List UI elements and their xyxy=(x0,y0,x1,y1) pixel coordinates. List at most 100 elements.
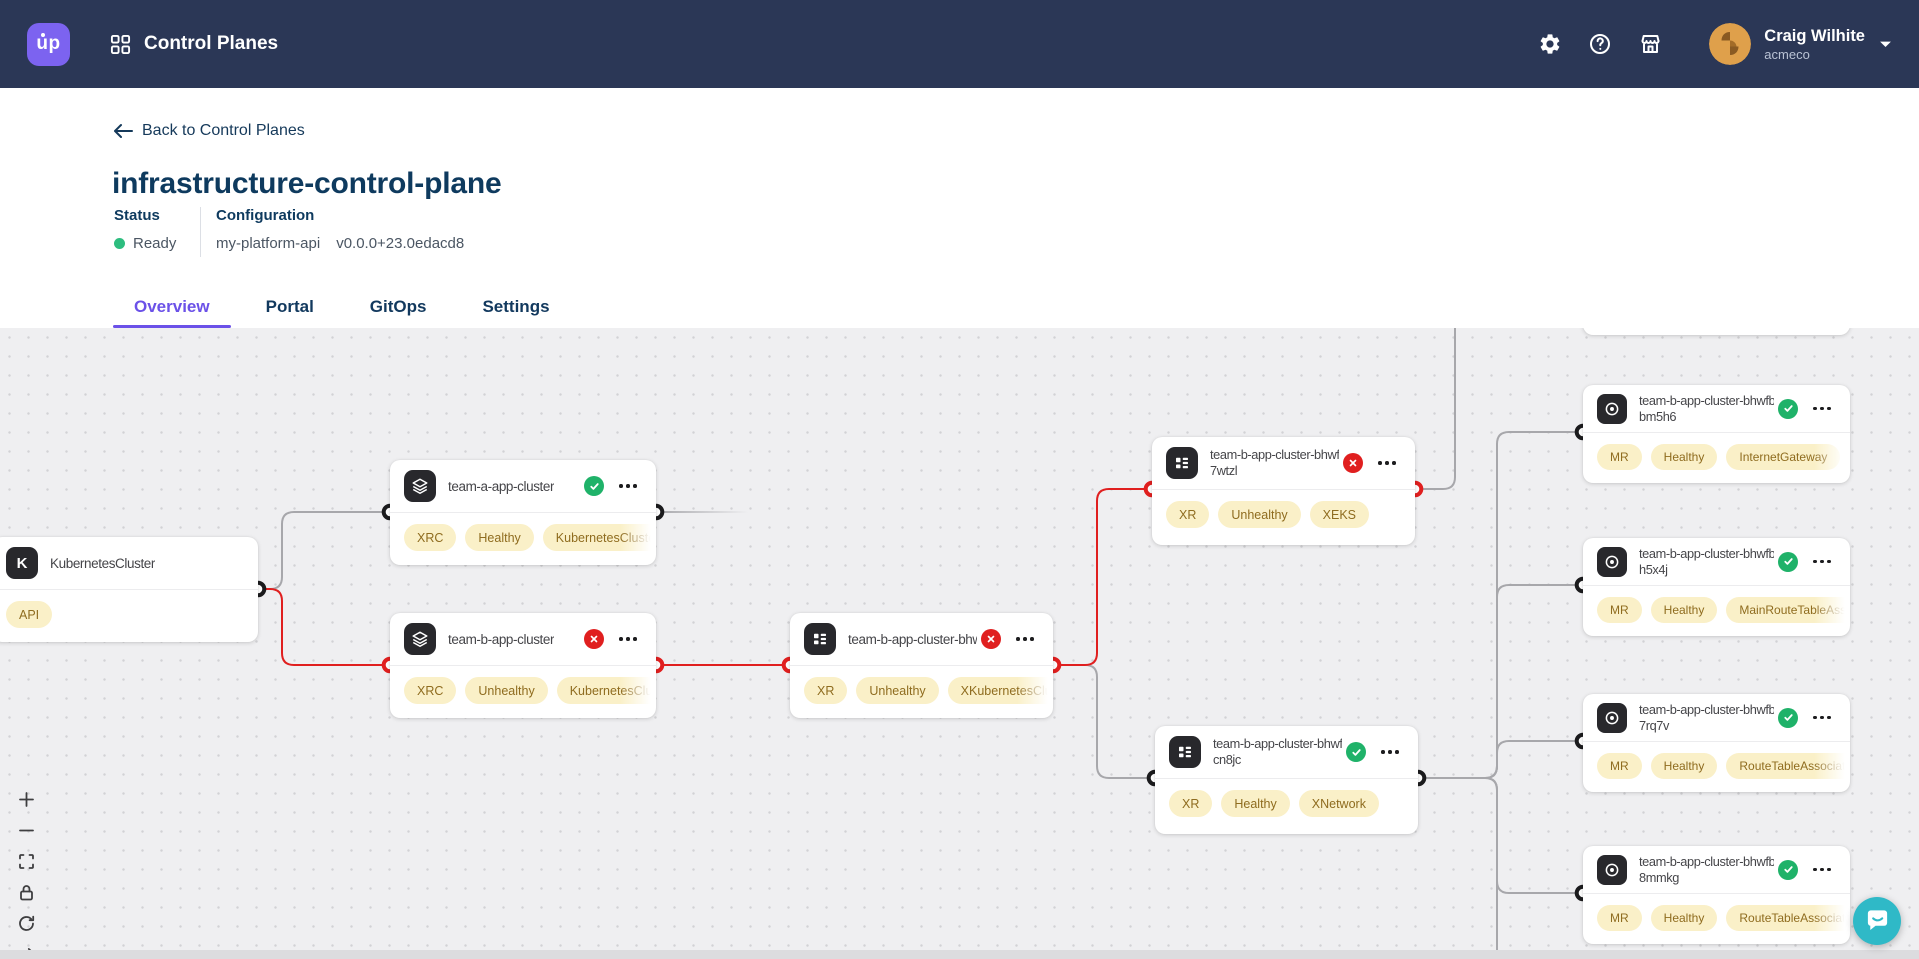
node-menu-button[interactable] xyxy=(1811,559,1833,564)
tag-pill: KubernetesCluster xyxy=(556,677,656,704)
fit-view-button[interactable] xyxy=(15,850,38,873)
status-label: Status xyxy=(114,207,160,224)
upbound-logo[interactable]: up xyxy=(27,22,70,66)
kubernetes-icon: K xyxy=(16,554,28,572)
lock-button[interactable] xyxy=(15,881,38,904)
graph-node-partial-top[interactable] xyxy=(1583,328,1850,335)
configuration-block: Configuration my-platform-api v0.0.0+23.… xyxy=(216,207,464,252)
zoom-in-icon xyxy=(19,792,34,807)
node-title: team-b-app-cluster-bhwfb-8mmkg xyxy=(1639,853,1774,885)
chevron-down-icon xyxy=(1879,40,1892,49)
tag-pill: MR xyxy=(1597,597,1642,623)
zoom-out-icon xyxy=(19,829,34,832)
zoom-in-button[interactable] xyxy=(15,788,38,811)
apps-grid-icon[interactable] xyxy=(110,34,131,55)
tag-pill: RouteTableAssociation xyxy=(1726,905,1850,931)
node-menu-button[interactable] xyxy=(617,484,639,488)
chat-launcher[interactable] xyxy=(1853,897,1901,945)
tab-settings[interactable]: Settings xyxy=(482,297,550,316)
node-title: team-b-app-cluster-bhwfb-bm5h6 xyxy=(1639,392,1774,424)
status-healthy-icon xyxy=(1346,742,1366,762)
tab-portal[interactable]: Portal xyxy=(265,297,314,316)
refresh-icon xyxy=(19,915,35,931)
node-menu-button[interactable] xyxy=(1811,406,1833,411)
node-tags: XR Healthy XNetwork xyxy=(1169,790,1418,817)
tag-pill: RouteTableAssociation xyxy=(1726,753,1850,779)
graph-node-team-b-app-cluster-bhwfb[interactable]: team-b-app-cluster-bhwfbXRUnhealthyXKube… xyxy=(790,613,1053,718)
tag-pill: XR xyxy=(1166,501,1210,528)
tag-pill: MR xyxy=(1597,905,1642,931)
node-title: KubernetesCluster xyxy=(50,555,156,571)
user-org: acmeco xyxy=(1764,46,1810,62)
xr-resource-icon xyxy=(1169,736,1201,768)
refresh-button[interactable] xyxy=(15,912,38,935)
user-menu[interactable]: Craig Wilhite acmeco xyxy=(1709,23,1892,65)
tag-pill: XR xyxy=(1169,790,1213,817)
status-error-icon xyxy=(584,629,604,649)
graph-edge xyxy=(1053,664,1155,779)
graph-edge xyxy=(1418,740,1583,779)
node-title: team-b-app-cluster-bhwfb-cn8jc xyxy=(1213,736,1342,767)
horizontal-scrollbar[interactable] xyxy=(0,950,1919,959)
logo-text: up xyxy=(36,33,61,54)
avatar xyxy=(1709,23,1752,65)
marketplace-icon[interactable] xyxy=(1638,32,1663,56)
node-title: team-b-app-cluster-bhwfb-7wtzl xyxy=(1210,447,1339,478)
status-healthy-icon xyxy=(1778,398,1798,419)
lock-icon xyxy=(20,885,33,901)
node-menu-button[interactable] xyxy=(1811,715,1833,720)
mr-resource-icon xyxy=(1597,702,1627,733)
user-name: Craig Wilhite xyxy=(1764,26,1865,45)
node-title: team-a-app-cluster xyxy=(448,478,555,494)
back-link[interactable]: Back to Control Planes xyxy=(113,122,305,140)
graph-edge xyxy=(1418,584,1583,779)
tag-pill: Healthy xyxy=(1650,444,1718,470)
status-healthy-icon xyxy=(1778,551,1798,572)
tag-pill: Unhealthy xyxy=(465,677,548,704)
back-label: Back to Control Planes xyxy=(142,122,305,139)
configuration-name: my-platform-api xyxy=(216,235,321,252)
tag-pill: XR xyxy=(804,677,848,704)
tab-overview[interactable]: Overview xyxy=(113,286,231,328)
node-menu-button[interactable] xyxy=(1376,461,1398,465)
tab-gitops[interactable]: GitOps xyxy=(369,297,427,316)
top-navigation-bar: up Control Planes xyxy=(0,0,1919,88)
status-healthy-icon xyxy=(1778,859,1798,880)
tag-pill: MainRouteTableAssociation xyxy=(1726,597,1850,623)
k8s-resource-icon: K xyxy=(6,547,38,579)
graph-edge xyxy=(1418,431,1583,779)
mr-resource-icon xyxy=(1597,546,1627,577)
settings-gear-icon[interactable] xyxy=(1538,32,1562,56)
back-arrow-icon xyxy=(113,123,133,139)
tag-pill: KubernetesCluster xyxy=(542,524,656,551)
node-tags: XRC Unhealthy KubernetesCluster xyxy=(404,677,656,704)
status-error-icon xyxy=(1343,453,1363,473)
help-icon[interactable] xyxy=(1588,32,1612,56)
logo-dot xyxy=(41,32,45,37)
zoom-out-button[interactable] xyxy=(15,819,38,842)
tag-pill: XRC xyxy=(404,677,457,704)
node-menu-button[interactable] xyxy=(1811,867,1833,872)
node-menu-button[interactable] xyxy=(617,637,639,641)
node-menu-button[interactable] xyxy=(1379,750,1401,754)
status-value: Ready xyxy=(133,235,177,252)
tag-pill: XNetwork xyxy=(1298,790,1379,817)
graph-edge xyxy=(1053,488,1152,666)
node-menu-button[interactable] xyxy=(1014,637,1036,641)
tag-pill: Healthy xyxy=(1221,790,1290,817)
node-tags: API xyxy=(6,601,258,628)
